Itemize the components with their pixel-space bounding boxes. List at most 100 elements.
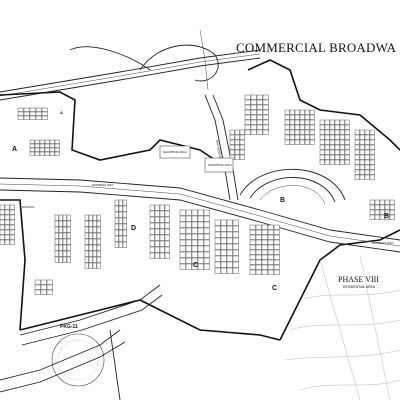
plot-lot: [229, 134, 235, 140]
plot-lot: [220, 225, 227, 232]
plot-lot: [289, 139, 295, 145]
plot-lot: [164, 240, 170, 247]
plot-lot: [344, 124, 350, 130]
plot-lot: [364, 159, 370, 165]
plot-lot: [232, 225, 239, 232]
plot-lot: [319, 154, 325, 160]
plot-lot: [384, 199, 390, 205]
plot-lot: [284, 124, 290, 130]
plot-lot: [255, 224, 262, 230]
plot-lot: [369, 214, 375, 220]
plot-lot: [304, 129, 310, 135]
round-feature: [0, 329, 126, 400]
plot-lot: [88, 262, 93, 269]
plot-lot: [154, 204, 160, 211]
plot-lot: [58, 250, 63, 257]
plot-lot: [118, 235, 123, 242]
plot-lot: [214, 231, 221, 238]
plot-lot: [122, 205, 127, 212]
plot-lot: [35, 115, 42, 120]
plot-lot: [324, 154, 330, 160]
plot-lot: [203, 257, 210, 264]
plot-lot: [354, 129, 360, 135]
plot-lot: [41, 107, 48, 112]
plot-lot: [284, 129, 290, 135]
plot-lot: [179, 239, 186, 246]
plot-lot: [84, 232, 89, 239]
plot-lot: [159, 246, 165, 253]
plot-lot: [261, 234, 268, 240]
plot-lot: [319, 139, 325, 145]
plot-lot: [294, 129, 300, 135]
plot-lot: [226, 243, 233, 250]
plot-lot: [159, 234, 165, 241]
plot-lot: [309, 119, 315, 125]
plot-lot: [4, 224, 10, 230]
plot-lot: [329, 134, 335, 140]
plot-lot: [44, 143, 50, 148]
plot-lot: [369, 209, 375, 215]
plot-lot: [226, 267, 233, 274]
plot-lot: [58, 256, 63, 263]
plot-lot: [255, 229, 262, 235]
plot-lot: [66, 226, 71, 233]
plot-lot: [299, 139, 305, 145]
plot-lot: [191, 215, 198, 222]
plot-lot: [203, 221, 210, 228]
plot-lot: [294, 139, 300, 145]
plot-lot: [304, 119, 310, 125]
plot-lot: [256, 124, 263, 130]
plot-lot: [154, 240, 160, 247]
plot-lot: [159, 240, 165, 247]
plot-lot: [273, 269, 280, 275]
plot-lot: [4, 204, 10, 210]
plot-lot: [234, 139, 240, 145]
plot-lot: [262, 124, 269, 130]
plot-lot: [114, 199, 119, 206]
plot-lot: [114, 223, 119, 230]
plot-lot: [354, 169, 360, 175]
plot-lot: [249, 229, 256, 235]
plot-lot: [304, 139, 310, 145]
plot-lot: [62, 220, 67, 227]
plot-lot: [35, 107, 42, 112]
southern-road: PKG-11: [19, 284, 163, 346]
plot-lot: [154, 234, 160, 241]
plot-lot: [34, 284, 41, 290]
plot-lot: [284, 119, 290, 125]
plot-lot: [324, 149, 330, 155]
plot-lot: [299, 134, 305, 140]
plot-lot: [41, 115, 48, 120]
plot-lot: [389, 209, 395, 215]
plot-lot: [0, 219, 5, 225]
plot-lot: [191, 257, 198, 264]
plot-lot: [164, 210, 170, 217]
plot-lot: [214, 237, 221, 244]
plot-lot: [179, 227, 186, 234]
plot-lot: [389, 199, 395, 205]
plot-lot: [369, 169, 375, 175]
plot-lot: [92, 262, 97, 269]
plot-lot: [54, 226, 59, 233]
plot-lot: [359, 144, 365, 150]
plot-lot: [17, 107, 24, 112]
plot-lot: [62, 256, 67, 263]
plot-lot: [344, 144, 350, 150]
plot-lot: [261, 224, 268, 230]
plot-lot: [273, 224, 280, 230]
plot-lot: [66, 244, 71, 251]
plot-lot: [164, 246, 170, 253]
expressway-east-label: EXPRESS WAY: [372, 241, 394, 245]
plot-lot: [29, 107, 36, 112]
pkg-label: PKG-11: [60, 324, 78, 330]
plot-lot: [92, 214, 97, 221]
plot-lot: [4, 214, 10, 220]
plot-lot: [159, 222, 165, 229]
plot-lot: [329, 139, 335, 145]
plot-lot: [54, 151, 60, 156]
plot-lot: [250, 129, 257, 135]
plot-lot: [379, 204, 385, 210]
plot-lot: [179, 251, 186, 258]
plot-lot: [334, 159, 340, 165]
